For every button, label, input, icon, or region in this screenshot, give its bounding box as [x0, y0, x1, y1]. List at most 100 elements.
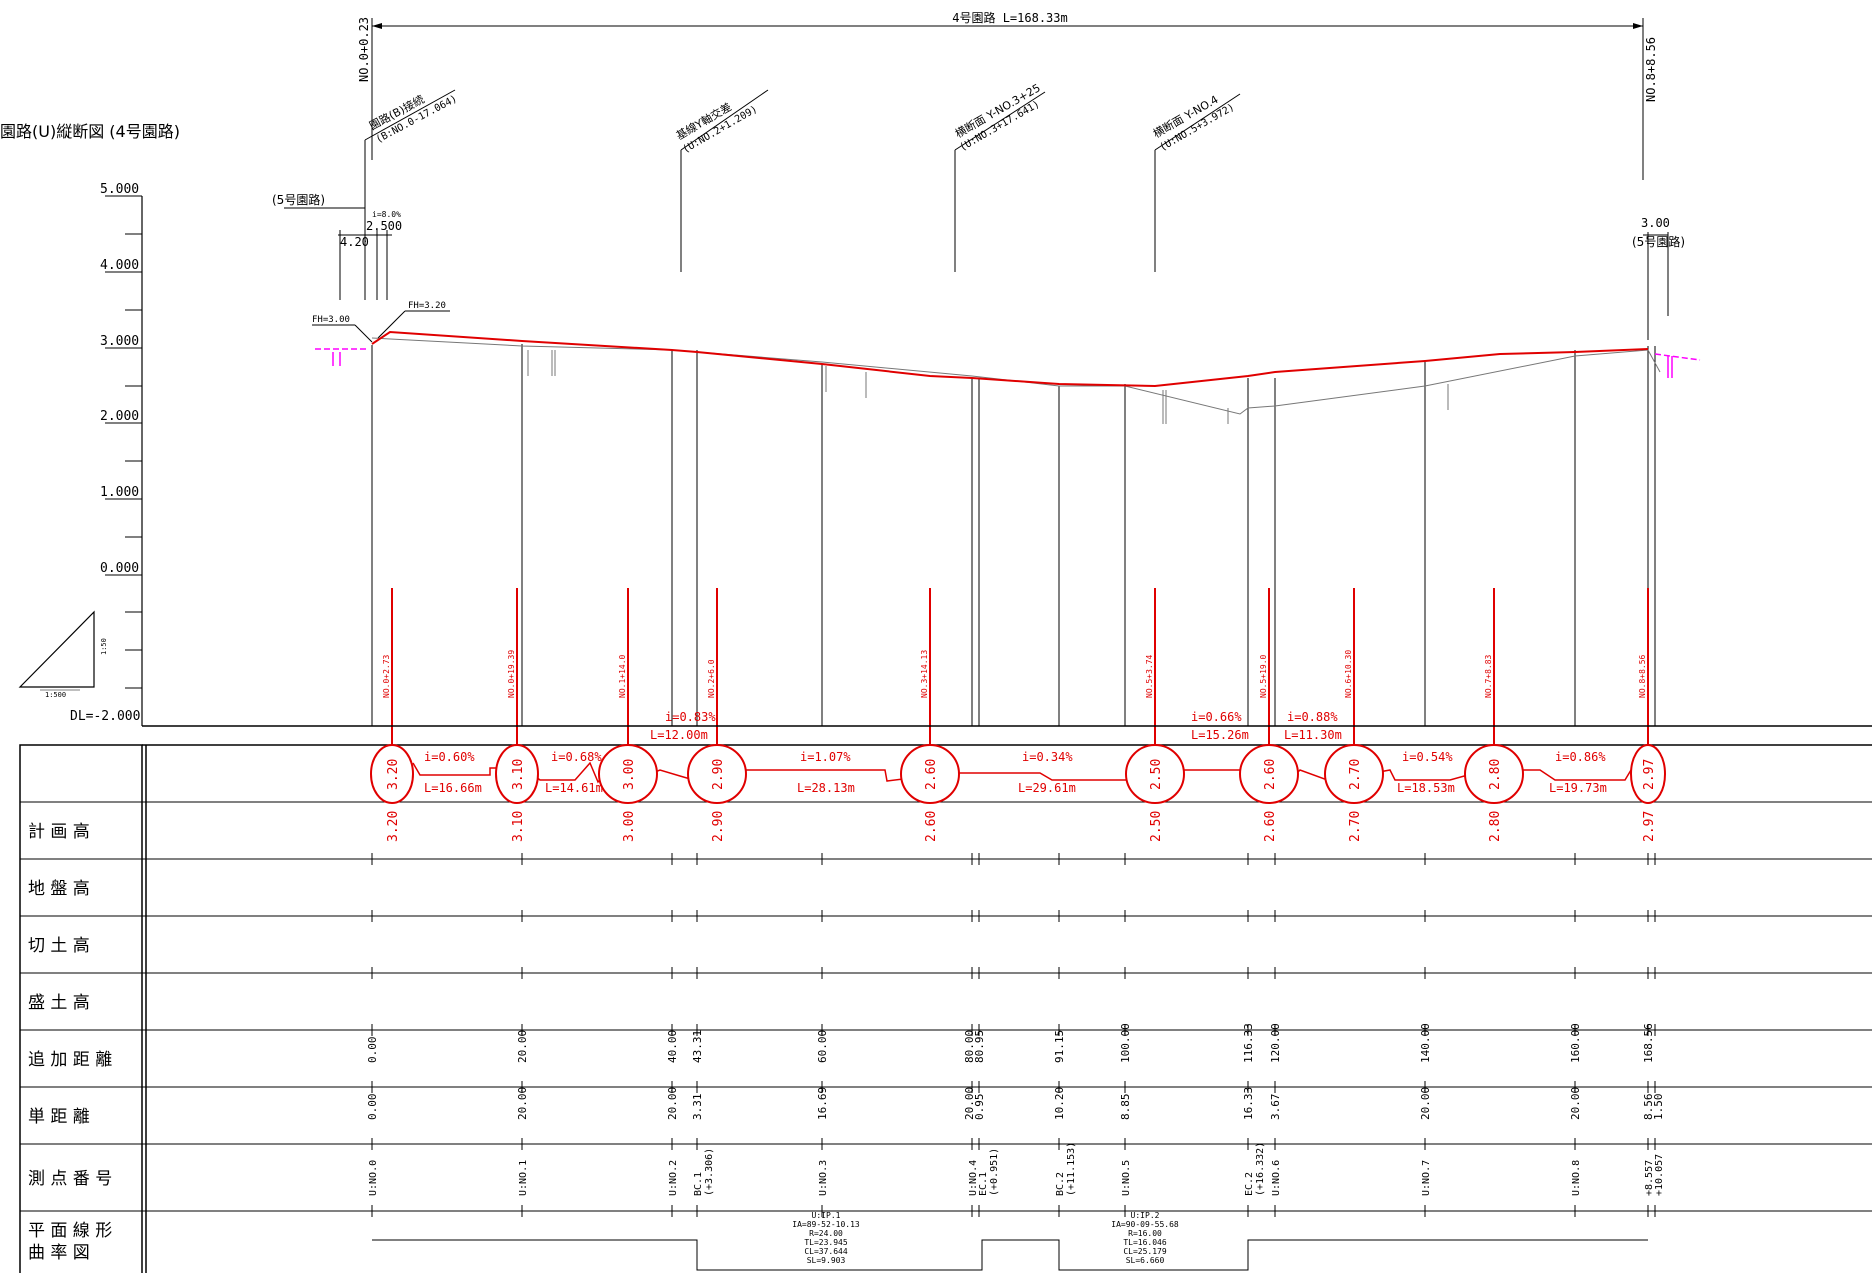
grade-2-slope: i=0.68% [551, 750, 602, 764]
annotation-cross-section-4: 横断面 Y-NO.4 (U:NO.5+3.972) [1151, 92, 1241, 272]
span-label: 4号園路 L=168.33m [952, 10, 1067, 25]
grade-3-slope: i=0.83% [665, 710, 716, 724]
svg-text:140.00: 140.00 [1419, 1023, 1432, 1063]
grade-8-slope: i=0.54% [1402, 750, 1453, 764]
svg-text:20.00: 20.00 [516, 1030, 529, 1063]
left-connection-detail: (5号園路) i=8.0% 2.500 4.20 FH=3.00 FH=3.20 [272, 192, 450, 343]
svg-text:IA=89-52-10.13: IA=89-52-10.13 [792, 1220, 860, 1229]
svg-text:20.00: 20.00 [1419, 1087, 1432, 1120]
drawing-title: 園路(U)縦断図 (4号園路) [0, 122, 180, 141]
elevation-axis: 5.000 4.000 3.000 2.000 1.000 0.000 [100, 182, 143, 726]
svg-text:FH=3.00: FH=3.00 [312, 315, 350, 325]
svg-text:116.33: 116.33 [1242, 1023, 1255, 1063]
grade-8-length: L=18.53m [1397, 781, 1455, 795]
marker-station-5: NO.3+14.13 [920, 650, 929, 698]
svg-text:2.80: 2.80 [1488, 759, 1503, 790]
svg-text:2.90: 2.90 [711, 759, 726, 790]
svg-text:91.15: 91.15 [1053, 1030, 1066, 1063]
svg-text:16.69: 16.69 [816, 1087, 829, 1120]
svg-text:EC.1: EC.1 [978, 1172, 989, 1196]
single-distance-values: 0.00 20.00 20.00 3.31 16.69 20.00 0.95 1… [366, 1087, 1665, 1120]
svg-text:3.67: 3.67 [1269, 1094, 1282, 1121]
svg-text:2.60: 2.60 [1263, 759, 1278, 790]
table-row-labels: 計 画 高 地 盤 高 切 土 高 盛 土 高 追 加 距 離 単 距 離 測 … [28, 822, 112, 1263]
svg-text:3.000: 3.000 [100, 334, 139, 349]
svg-text:1.50: 1.50 [1652, 1094, 1665, 1121]
annotation-cross-section-3: 横断面 Y-NO.3+25 (U:NO.3+17.641) [953, 80, 1046, 272]
cumulative-distance-values: 0.00 20.00 40.00 43.31 60.00 80.00 80.95… [366, 1023, 1655, 1063]
svg-text:U:NO.6: U:NO.6 [1271, 1160, 1282, 1196]
svg-text:CL=25.179: CL=25.179 [1123, 1247, 1167, 1256]
svg-text:(+0.951): (+0.951) [989, 1148, 1000, 1196]
svg-text:20.00: 20.00 [516, 1087, 529, 1120]
row-label-plan-alignment: 平 面 線 形 [28, 1221, 112, 1241]
marker-station-3: NO.1+14.0 [618, 654, 627, 698]
row-label-curvature: 曲 率 図 [28, 1243, 90, 1263]
svg-text:10.20: 10.20 [1053, 1087, 1066, 1120]
svg-text:3.00: 3.00 [622, 811, 637, 842]
svg-text:IA=90-09-55.68: IA=90-09-55.68 [1111, 1220, 1179, 1229]
svg-text:2.50: 2.50 [1149, 759, 1164, 790]
svg-text:2.60: 2.60 [924, 759, 939, 790]
svg-text:CL=37.644: CL=37.644 [804, 1247, 848, 1256]
row-label-station-number: 測 点 番 号 [28, 1169, 112, 1189]
grade-circles [370, 744, 1666, 804]
svg-text:60.00: 60.00 [816, 1030, 829, 1063]
svg-text:+8.557: +8.557 [1644, 1160, 1655, 1196]
marker-station-6: NO.5+3.74 [1145, 654, 1154, 698]
grade-connector [412, 761, 1632, 784]
svg-text:U:IP.2: U:IP.2 [1131, 1211, 1160, 1220]
grade-6-length: L=15.26m [1191, 728, 1249, 742]
grade-3-length: L=12.00m [650, 728, 708, 742]
marker-station-8: NO.6+10.30 [1344, 650, 1353, 698]
svg-text:BC.1: BC.1 [693, 1172, 704, 1196]
start-station-label: NO.0+0.23 [357, 17, 371, 82]
svg-text:168.56: 168.56 [1642, 1023, 1655, 1063]
svg-text:(5号園路): (5号園路) [272, 192, 325, 207]
data-table-frame [19, 725, 1872, 1276]
row-label-cut-height: 切 土 高 [28, 936, 90, 956]
svg-text:2.90: 2.90 [711, 811, 726, 842]
grade-1-slope: i=0.60% [424, 750, 475, 764]
svg-text:1.000: 1.000 [100, 485, 139, 500]
row-ticks [371, 853, 1656, 1217]
grade-5-length: L=29.61m [1018, 781, 1076, 795]
red-markers [391, 588, 1649, 746]
svg-text:2.60: 2.60 [924, 811, 939, 842]
marker-station-1: NO.0+2.73 [382, 654, 391, 698]
svg-text:TL=23.945: TL=23.945 [804, 1238, 848, 1247]
svg-text:+10.057: +10.057 [1654, 1154, 1665, 1196]
svg-text:U:NO.1: U:NO.1 [518, 1160, 529, 1196]
svg-text:U:NO.8: U:NO.8 [1571, 1160, 1582, 1196]
svg-text:80.00: 80.00 [963, 1030, 976, 1063]
marker-station-9: NO.7+8.83 [1484, 654, 1493, 698]
svg-text:2.70: 2.70 [1348, 811, 1363, 842]
svg-text:U:IP.1: U:IP.1 [812, 1211, 841, 1220]
svg-text:8.85: 8.85 [1119, 1094, 1132, 1121]
svg-text:2.500: 2.500 [366, 219, 402, 233]
ground-marks [527, 350, 1449, 424]
svg-text:3.31: 3.31 [691, 1094, 704, 1121]
svg-text:U:NO.7: U:NO.7 [1421, 1160, 1432, 1196]
svg-text:U:NO.0: U:NO.0 [368, 1160, 379, 1196]
planned-grade-line [371, 330, 1649, 388]
grade-5-slope: i=0.34% [1022, 750, 1073, 764]
svg-text:(+3.306): (+3.306) [704, 1148, 715, 1196]
grade-4-slope: i=1.07% [800, 750, 851, 764]
svg-text:(5号園路): (5号園路) [1632, 234, 1685, 249]
grade-labels: i=0.60% L=16.66m i=0.68% L=14.61m i=0.83… [424, 710, 1607, 795]
svg-text:3.10: 3.10 [511, 811, 526, 842]
grade-6-slope: i=0.66% [1191, 710, 1242, 724]
red-marker-labels: NO.0+2.73 NO.0+19.39 NO.1+14.0 NO.2+6.0 … [382, 650, 1647, 698]
svg-text:120.00: 120.00 [1269, 1023, 1282, 1063]
svg-text:SL=9.903: SL=9.903 [807, 1256, 846, 1265]
svg-text:FH=3.20: FH=3.20 [408, 301, 446, 311]
row-label-fill-height: 盛 土 高 [28, 993, 90, 1013]
svg-text:0.95: 0.95 [973, 1094, 986, 1121]
svg-text:(+16.332): (+16.332) [1255, 1142, 1266, 1196]
row-label-plan-height: 計 画 高 [28, 822, 90, 842]
svg-text:2.97: 2.97 [1642, 759, 1657, 790]
svg-text:TL=16.046: TL=16.046 [1123, 1238, 1167, 1247]
curvature-diagram [372, 1239, 1648, 1271]
